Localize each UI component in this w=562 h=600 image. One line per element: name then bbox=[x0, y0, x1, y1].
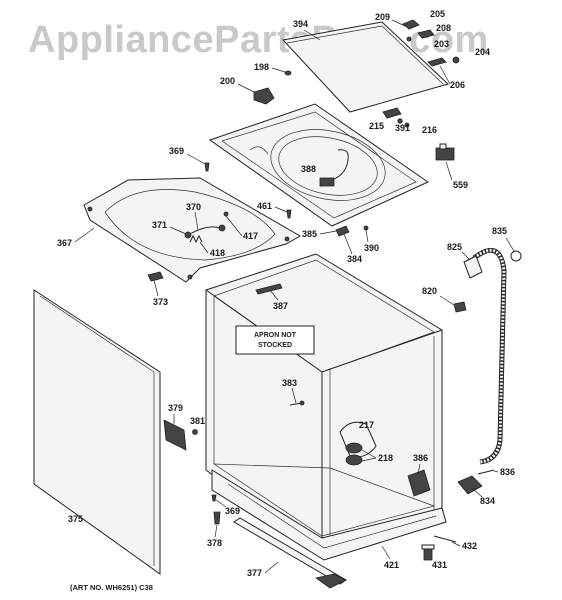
label-388[interactable]: 388 bbox=[301, 164, 316, 174]
part-screw-461[interactable] bbox=[286, 209, 292, 219]
apron-note: APRON NOT STOCKED bbox=[235, 325, 315, 355]
part-screw-378[interactable] bbox=[213, 511, 221, 525]
label-200[interactable]: 200 bbox=[220, 76, 235, 86]
part-clamp-835[interactable] bbox=[510, 250, 522, 262]
label-369-top[interactable]: 369 bbox=[169, 146, 184, 156]
label-204[interactable]: 204 bbox=[475, 47, 490, 57]
part-grommet-198[interactable] bbox=[284, 70, 292, 76]
label-417[interactable]: 417 bbox=[243, 231, 258, 241]
part-clamp-834[interactable] bbox=[457, 475, 483, 495]
label-559[interactable]: 559 bbox=[453, 180, 468, 190]
label-373[interactable]: 373 bbox=[153, 297, 168, 307]
label-461[interactable]: 461 bbox=[257, 201, 272, 211]
label-836[interactable]: 836 bbox=[500, 467, 515, 477]
label-431[interactable]: 431 bbox=[432, 560, 447, 570]
label-418[interactable]: 418 bbox=[210, 248, 225, 258]
part-lid-394[interactable] bbox=[282, 21, 449, 113]
part-labels: 394 209 205 208 203 204 198 206 200 215 … bbox=[57, 9, 515, 578]
label-379[interactable]: 379 bbox=[168, 403, 183, 413]
label-385[interactable]: 385 bbox=[302, 229, 317, 239]
part-apron-375[interactable] bbox=[33, 289, 161, 575]
part-strip-379[interactable] bbox=[163, 419, 187, 451]
label-375[interactable]: 375 bbox=[68, 514, 83, 524]
part-rod-370[interactable] bbox=[184, 211, 229, 239]
part-screw-369-bottom[interactable] bbox=[211, 494, 217, 502]
label-205[interactable]: 205 bbox=[430, 9, 445, 19]
label-209[interactable]: 209 bbox=[375, 12, 390, 22]
label-203[interactable]: 203 bbox=[434, 39, 449, 49]
label-835[interactable]: 835 bbox=[492, 226, 507, 236]
apron-note-line-1: APRON NOT bbox=[254, 332, 297, 339]
label-391[interactable]: 391 bbox=[395, 123, 410, 133]
part-base-421[interactable] bbox=[211, 469, 447, 561]
label-371[interactable]: 371 bbox=[152, 220, 167, 230]
label-825[interactable]: 825 bbox=[447, 242, 462, 252]
label-216[interactable]: 216 bbox=[422, 125, 437, 135]
art-number: (ART NO. WH6251) C38 bbox=[70, 583, 153, 592]
part-clip-385[interactable] bbox=[335, 225, 369, 237]
part-frame-367[interactable] bbox=[83, 177, 302, 283]
label-208[interactable]: 208 bbox=[436, 23, 451, 33]
label-820[interactable]: 820 bbox=[422, 286, 437, 296]
label-215[interactable]: 215 bbox=[369, 121, 384, 131]
part-hinge-parts-203-209[interactable] bbox=[402, 19, 460, 67]
watermark-text: AppliancePartsPros.com bbox=[28, 19, 489, 61]
part-pin-432[interactable] bbox=[433, 535, 457, 543]
label-198[interactable]: 198 bbox=[254, 62, 269, 72]
label-384[interactable]: 384 bbox=[347, 254, 362, 264]
part-hinge-215[interactable] bbox=[382, 107, 410, 128]
part-spring-418[interactable] bbox=[189, 234, 203, 244]
part-cabinet[interactable] bbox=[205, 253, 443, 559]
label-381[interactable]: 381 bbox=[190, 416, 205, 426]
label-421[interactable]: 421 bbox=[384, 560, 399, 570]
part-strip-387[interactable] bbox=[255, 283, 283, 295]
part-screw-369-top[interactable] bbox=[204, 162, 210, 172]
label-378[interactable]: 378 bbox=[207, 538, 222, 548]
part-switch-559[interactable] bbox=[435, 143, 455, 161]
label-367[interactable]: 367 bbox=[57, 238, 72, 248]
apron-note-line-2: STOCKED bbox=[258, 342, 292, 349]
label-370[interactable]: 370 bbox=[186, 202, 201, 212]
label-387[interactable]: 387 bbox=[273, 301, 288, 311]
part-bolt-383[interactable] bbox=[289, 400, 305, 406]
label-834[interactable]: 834 bbox=[480, 496, 495, 506]
part-bracket-373[interactable] bbox=[147, 271, 164, 282]
part-harness-388[interactable] bbox=[319, 149, 349, 187]
part-mount-217[interactable] bbox=[339, 421, 377, 466]
part-bumper-200[interactable] bbox=[253, 87, 275, 105]
label-432[interactable]: 432 bbox=[462, 541, 477, 551]
label-383[interactable]: 383 bbox=[282, 378, 297, 388]
label-386[interactable]: 386 bbox=[413, 453, 428, 463]
part-foot-431[interactable] bbox=[421, 544, 435, 561]
label-206[interactable]: 206 bbox=[450, 80, 465, 90]
part-rail-377[interactable] bbox=[233, 517, 347, 589]
label-218[interactable]: 218 bbox=[378, 453, 393, 463]
label-377[interactable]: 377 bbox=[247, 568, 262, 578]
label-390[interactable]: 390 bbox=[364, 243, 379, 253]
label-394[interactable]: 394 bbox=[293, 19, 308, 29]
part-pin-836[interactable] bbox=[477, 469, 495, 475]
label-217[interactable]: 217 bbox=[359, 420, 374, 430]
part-drain-hose-825[interactable] bbox=[463, 247, 507, 465]
label-369-bottom[interactable]: 369 bbox=[225, 506, 240, 516]
part-cabinet-top[interactable] bbox=[208, 103, 430, 227]
part-clip-820[interactable] bbox=[453, 301, 467, 313]
part-clip-381[interactable] bbox=[192, 429, 198, 435]
